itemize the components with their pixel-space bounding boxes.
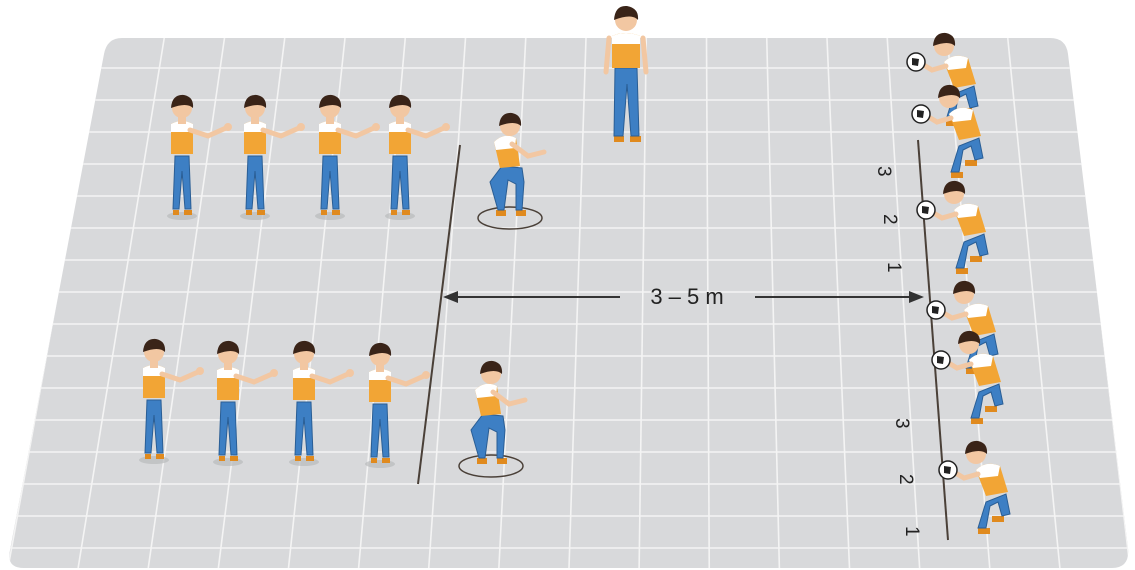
grid-line	[498, 38, 527, 568]
court-floor	[9, 38, 1129, 568]
grid-line	[886, 38, 921, 568]
grid-line	[568, 38, 587, 568]
grid-line	[705, 38, 711, 568]
grid-line	[638, 38, 648, 568]
grid-line	[765, 38, 781, 568]
grid-line	[427, 38, 467, 568]
coach-figure	[603, 5, 649, 142]
distance-arrow	[443, 291, 924, 303]
grid-line	[217, 38, 286, 568]
order-number-bottom-1: 1	[901, 526, 922, 537]
distance-label: 3 – 5 m	[650, 284, 723, 309]
grid-line	[77, 38, 166, 568]
order-number-bottom-2: 2	[895, 474, 916, 485]
grid-line	[147, 38, 226, 568]
grid-line	[826, 38, 851, 568]
grid-line	[1006, 38, 1061, 568]
order-number-bottom-3: 3	[891, 418, 912, 429]
order-number-top-2: 2	[879, 214, 900, 225]
order-number-top-1: 1	[883, 262, 904, 273]
order-number-top-3: 3	[873, 166, 894, 177]
attack-line	[417, 144, 461, 485]
